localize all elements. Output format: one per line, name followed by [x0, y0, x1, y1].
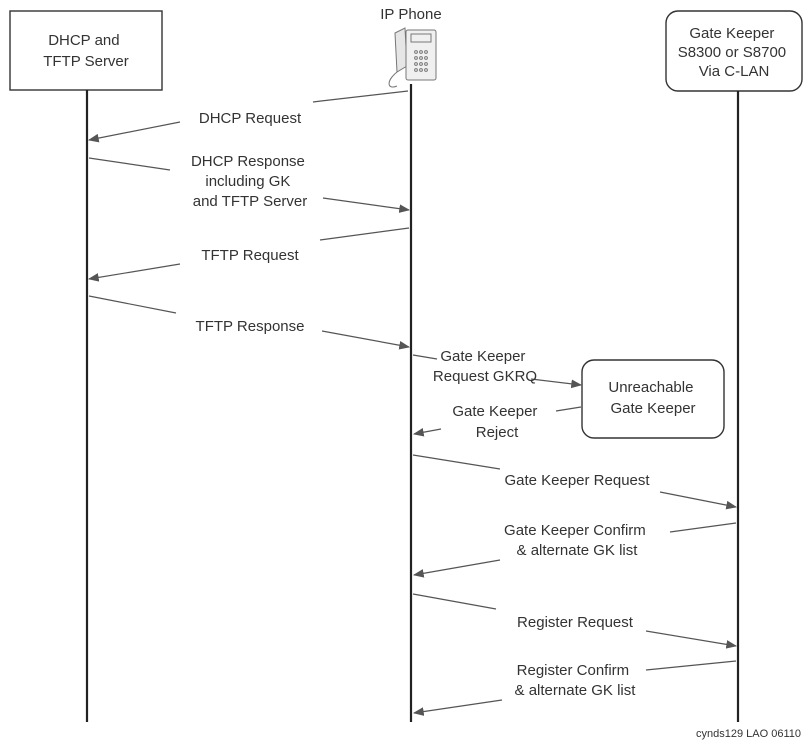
gatekeeper-label: Gate Keeper S8300 or S8700 Via C-LAN	[678, 25, 791, 80]
register-request-label: Register Request	[517, 614, 634, 631]
gk-reject-line-2: Reject	[476, 424, 519, 441]
gk-confirm-line-1: Gate Keeper Confirm	[504, 522, 646, 539]
gatekeeper-line-2: S8300 or S8700	[678, 44, 786, 61]
message-gk-confirm: Gate Keeper Confirm & alternate GK list	[412, 522, 737, 578]
dhcp-server-line-1: DHCP and	[48, 32, 119, 49]
dhcp-tftp-server-label: DHCP and TFTP Server	[43, 32, 129, 70]
dhcp-request-line-start	[312, 90, 409, 103]
tftp-response-arrow	[321, 330, 411, 350]
tftp-request-line-start	[319, 227, 410, 241]
gkrq-label: Gate Keeper Request GKRQ	[433, 348, 537, 385]
ip-phone-label: IP Phone	[380, 6, 441, 23]
figure-credit: cynds129 LAO 06110	[696, 728, 801, 740]
gatekeeper-line-3: Via C-LAN	[699, 63, 770, 80]
gkrq-line-1: Gate Keeper	[440, 348, 525, 365]
gkrq-line-2: Request GKRQ	[433, 368, 537, 385]
gk-reject-line-1: Gate Keeper	[452, 403, 537, 420]
dhcp-request-arrow	[87, 121, 181, 143]
message-tftp-response: TFTP Response	[88, 295, 411, 350]
gkrq-arrow	[530, 378, 583, 389]
unreachable-line-2: Gate Keeper	[610, 400, 695, 417]
gkrq-line-start	[412, 354, 438, 360]
unreachable-gatekeeper-label: Unreachable Gate Keeper	[608, 379, 697, 417]
tftp-response-label: TFTP Response	[196, 318, 305, 335]
dhcp-response-line-start	[88, 157, 171, 171]
dhcp-response-line-1: DHCP Response	[191, 153, 305, 170]
dhcp-response-arrow	[322, 197, 411, 213]
dhcp-request-label: DHCP Request	[199, 110, 302, 127]
register-confirm-line-1: Register Confirm	[517, 662, 630, 679]
ip-phone-icon	[388, 27, 437, 88]
message-gk-request: Gate Keeper Request	[412, 454, 738, 510]
gk-request-label: Gate Keeper Request	[504, 472, 650, 489]
dhcp-response-line-2: including GK	[205, 173, 290, 190]
message-gkrq: Gate Keeper Request GKRQ	[412, 348, 583, 389]
register-confirm-arrow	[412, 699, 503, 716]
gk-reject-line-start	[555, 406, 582, 412]
message-dhcp-response: DHCP Response including GK and TFTP Serv…	[88, 153, 411, 213]
tftp-request-label: TFTP Request	[201, 247, 299, 264]
gk-confirm-arrow	[412, 559, 501, 578]
tftp-response-line-start	[88, 295, 177, 314]
unreachable-line-1: Unreachable	[608, 379, 693, 396]
message-dhcp-request: DHCP Request	[87, 90, 409, 143]
gatekeeper-box	[665, 10, 803, 92]
dhcp-response-line-3: and TFTP Server	[193, 193, 308, 210]
gk-confirm-line-2: & alternate GK list	[517, 542, 639, 559]
dhcp-server-line-2: TFTP Server	[43, 53, 129, 70]
gatekeeper-line-1: Gate Keeper	[689, 25, 774, 42]
gk-request-line-start	[412, 454, 501, 470]
gk-confirm-line-start	[669, 522, 737, 533]
register-confirm-label: Register Confirm & alternate GK list	[515, 662, 637, 699]
message-gk-reject: Gate Keeper Reject	[412, 403, 582, 441]
unreachable-gatekeeper-box	[581, 359, 725, 439]
gk-reject-arrow	[412, 427, 442, 437]
gk-request-arrow	[659, 491, 738, 510]
register-confirm-line-2: & alternate GK list	[515, 682, 637, 699]
register-request-line-start	[412, 593, 497, 610]
gk-reject-label: Gate Keeper Reject	[452, 403, 541, 441]
register-confirm-line-start	[645, 660, 737, 671]
gk-confirm-label: Gate Keeper Confirm & alternate GK list	[504, 522, 650, 559]
register-request-arrow	[645, 630, 738, 649]
message-tftp-request: TFTP Request	[87, 227, 410, 282]
message-register-request: Register Request	[412, 593, 738, 649]
dhcp-tftp-server-box	[9, 10, 163, 91]
message-register-confirm: Register Confirm & alternate GK list	[412, 660, 737, 716]
dhcp-response-label: DHCP Response including GK and TFTP Serv…	[191, 153, 309, 210]
tftp-request-arrow	[87, 263, 181, 282]
